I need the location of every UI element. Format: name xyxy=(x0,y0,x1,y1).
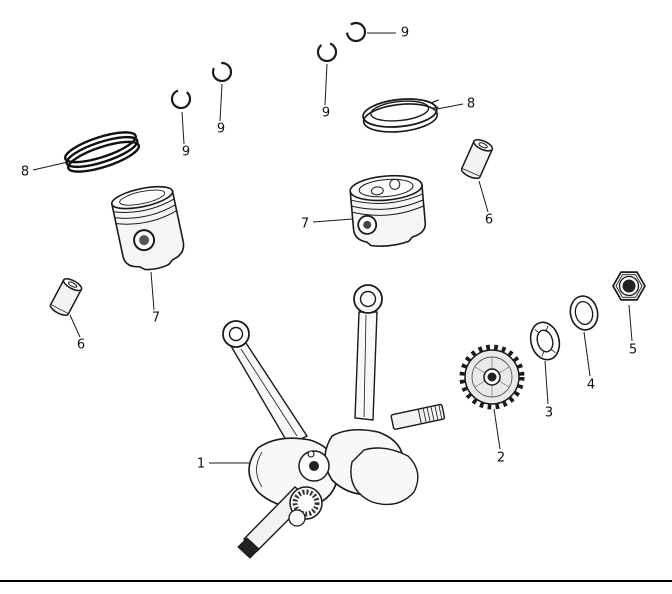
callout-pin-right: 6 xyxy=(484,212,494,228)
hex-nut xyxy=(612,271,646,301)
dished-washer xyxy=(529,321,561,361)
callout-washer-4: 4 xyxy=(586,377,596,393)
callout-circlip-4: 9 xyxy=(400,25,410,41)
callout-crankshaft: 1 xyxy=(196,456,206,472)
leader-lines xyxy=(32,32,633,464)
piston-pin-right xyxy=(460,138,494,180)
crankshaft-assembly xyxy=(222,284,446,559)
circlip-icon xyxy=(170,21,367,110)
timing-gear xyxy=(459,344,525,410)
callout-circlip-3: 9 xyxy=(321,105,331,121)
piston-ring-right xyxy=(362,98,439,133)
callout-circlip-1: 9 xyxy=(181,144,191,160)
callout-ring-left: 8 xyxy=(20,164,30,180)
piston-ring-set-left xyxy=(63,131,141,173)
callout-pin-left: 6 xyxy=(76,337,86,353)
callout-ring-right: 8 xyxy=(466,96,476,112)
piston-right xyxy=(349,174,427,247)
callout-nut: 5 xyxy=(628,342,638,358)
plain-washer xyxy=(569,295,599,331)
piston-left xyxy=(110,185,185,271)
piston-pin-left xyxy=(49,278,83,316)
callout-washer-3: 3 xyxy=(544,405,554,421)
callout-circlip-2: 9 xyxy=(216,121,226,137)
callout-piston-left: 7 xyxy=(151,310,161,326)
page-bottom-rule xyxy=(0,580,672,582)
callout-gear: 2 xyxy=(496,450,506,466)
callout-piston-right: 7 xyxy=(300,216,310,232)
